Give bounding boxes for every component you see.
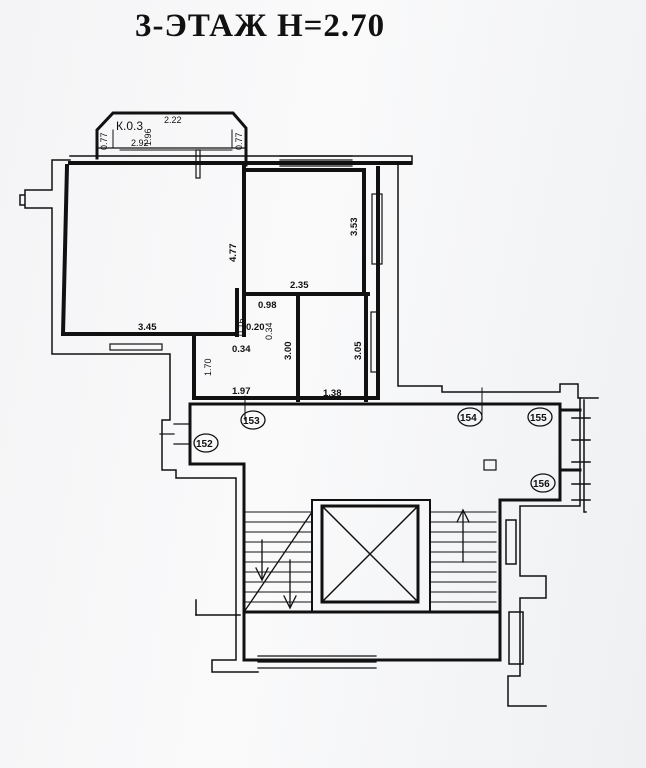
room-label: К.0.3 <box>116 119 143 133</box>
axis-marker-153 <box>240 410 266 430</box>
dim-small-1: 0.20 <box>246 322 265 333</box>
dim-balcony-left: 0.77 <box>99 132 109 150</box>
dim-room-a-width: 3.45 <box>138 322 157 333</box>
stairs-right <box>429 508 497 603</box>
axis-label-154: 154 <box>460 413 477 424</box>
shaft-mark <box>483 459 497 471</box>
axis-marker-155 <box>527 407 553 427</box>
dim-balcony-right: 0.77 <box>234 132 244 150</box>
dim-corridor-width: 0.98 <box>258 300 277 311</box>
dim-hall-height: 3.00 <box>283 342 294 361</box>
dim-hall-width: 1.97 <box>232 386 251 397</box>
stairs-left <box>243 511 313 613</box>
bottom-window <box>257 655 377 669</box>
axis-marker-156 <box>530 473 556 493</box>
building-outline-left <box>19 155 599 673</box>
dim-bath-height: 3.05 <box>353 341 364 360</box>
dim-balcony-depth: 1.96 <box>143 128 153 146</box>
dim-window-width: 2.92 <box>131 138 149 148</box>
dim-small-4: 0.34 <box>264 322 274 340</box>
axis-label-152: 152 <box>196 439 213 450</box>
dim-top-width: 2.22 <box>164 115 182 125</box>
balcony <box>95 111 248 167</box>
dim-small-3: 0.34 <box>232 344 251 355</box>
dim-wc-height: 1.70 <box>203 358 213 376</box>
axis-label-155: 155 <box>530 413 547 424</box>
dim-small-2: 0.16 <box>236 318 246 336</box>
axis-marker-154 <box>457 407 483 427</box>
dim-room-b-height: 3.53 <box>349 218 360 237</box>
building-outline-right <box>195 397 591 707</box>
dim-bath-width: 1.38 <box>323 388 342 399</box>
elevator-shaft <box>311 499 431 613</box>
axis-marker-152 <box>193 433 219 453</box>
axis-label-156: 156 <box>533 479 550 490</box>
dim-room-b-width: 2.35 <box>290 280 309 291</box>
dim-room-a-height: 4.77 <box>228 244 239 263</box>
axis-label-153: 153 <box>243 416 260 427</box>
floor-title: 3-ЭТАЖ Н=2.70 <box>135 8 386 44</box>
apartment-walls <box>60 161 412 402</box>
